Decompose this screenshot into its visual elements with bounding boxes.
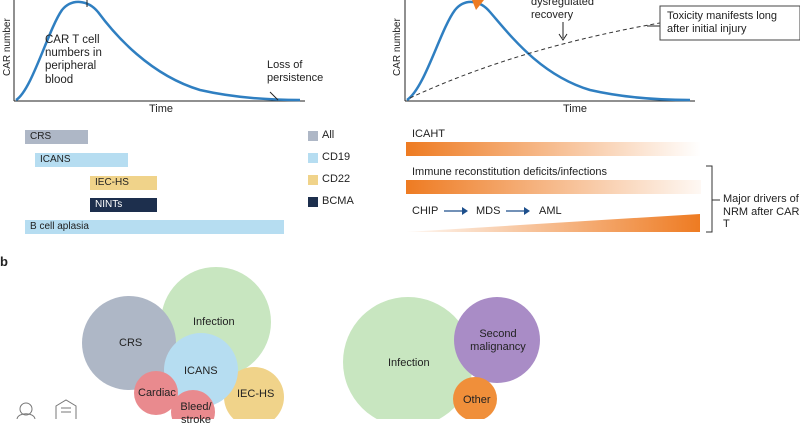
curve-annotation: CAR T cell numbers in peripheral blood: [45, 34, 102, 86]
icaht-label: ICAHT: [412, 128, 445, 140]
immune-bar: [406, 180, 701, 194]
circle-left-cardiac: [134, 371, 178, 415]
circle-right-other: [453, 377, 497, 419]
circle-label-other: Other: [463, 394, 491, 406]
dashed-recovery-line: [409, 17, 691, 99]
circle-label-bleed: Bleed/ stroke: [180, 401, 212, 426]
nrm-bracket: [706, 165, 720, 233]
building-icon: [55, 399, 77, 419]
circle-label-crs: CRS: [119, 337, 143, 349]
right-y-axis-label: CAR number: [392, 18, 403, 76]
mds-label: MDS: [476, 205, 501, 217]
bar-b-cell-aplasia: B cell aplasia: [25, 220, 284, 234]
circle-label-second-malignancy: Second malignancy: [470, 328, 526, 353]
legend-swatch-all: [308, 131, 318, 141]
nrm-label: Major drivers of NRM after CAR T: [723, 193, 800, 231]
circle-right-infection: [343, 297, 473, 419]
left-car-curve: [15, 0, 301, 102]
aml-label: AML: [539, 205, 562, 217]
injury-marker: [472, 0, 484, 10]
left-y-axis-label: CAR number: [2, 18, 13, 76]
circle-label-infection-left: Infection: [193, 316, 235, 328]
legend-label-cd19: CD19: [322, 151, 351, 163]
legend-swatch-cd22: [308, 175, 318, 185]
circle-label-cardiac: Cardiac: [138, 387, 176, 399]
left-x-axis-label: Time: [149, 103, 174, 115]
loss-pointer: [269, 91, 279, 101]
circle-label-icans: ICANS: [184, 365, 218, 377]
circle-left-bleed: [171, 390, 215, 419]
circle-left-icans: [164, 333, 238, 407]
person-icon: [16, 402, 36, 419]
immune-label: Immune reconstitution deficits/infection…: [412, 166, 608, 178]
bar-iec-hs: IEC-HS: [90, 176, 157, 190]
bar-crs: CRS: [25, 130, 88, 144]
legend-label-bcma: BCMA: [322, 195, 354, 207]
right-car-curve: [406, 0, 691, 102]
toxicity-annotation: Toxicity manifests long after initial in…: [667, 10, 778, 35]
circle-label-iec-hs: IEC-HS: [237, 388, 275, 400]
panel-b-label: b: [0, 254, 8, 269]
circle-left-iec-hs: [224, 367, 284, 419]
bar-nints: NINTs: [90, 198, 157, 212]
toxicity-box: [659, 5, 800, 41]
circle-right-second-malignancy: [454, 297, 540, 383]
legend-label-all: All: [322, 129, 335, 141]
bar-icans: ICANS: [35, 153, 128, 167]
chip-wedge: [406, 214, 700, 232]
dysregulated-annotation: dysregulated recovery: [531, 0, 594, 21]
icaht-bar: [406, 142, 701, 156]
circle-label-infection-right: Infection: [388, 357, 430, 369]
legend-swatch-bcma: [308, 197, 318, 207]
legend-label-cd22: CD22: [322, 173, 351, 185]
legend-swatch-cd19: [308, 153, 318, 163]
right-x-axis-label: Time: [563, 103, 588, 115]
right-y-label-wrap: CAR number: [392, 16, 406, 76]
chip-label: CHIP: [412, 205, 439, 217]
loss-annotation: Loss of persistence: [267, 59, 324, 84]
circle-left-crs: [82, 296, 176, 390]
left-y-label-wrap: CAR number: [2, 16, 16, 76]
